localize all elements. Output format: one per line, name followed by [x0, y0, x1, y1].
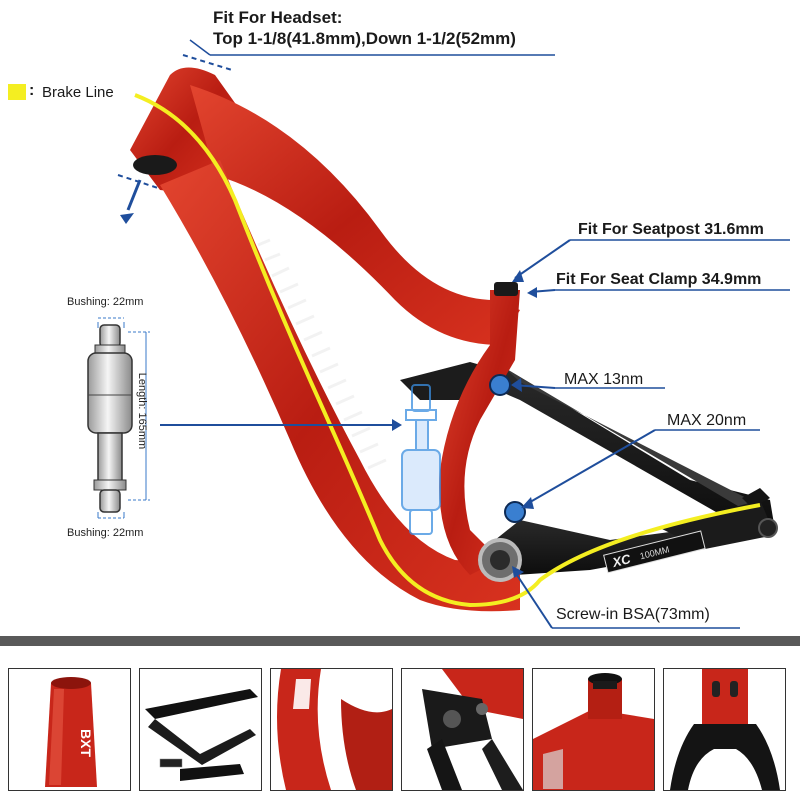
- length-label: Length: 165mm: [136, 372, 149, 450]
- max13-label: MAX 13nm: [564, 371, 644, 388]
- headset-title: Fit For Headset:: [213, 8, 343, 27]
- xc-decal: XC 100MM: [603, 530, 706, 574]
- max20-label: MAX 20nm: [667, 412, 747, 429]
- bushing-top-label: Bushing: 22mm: [67, 296, 144, 308]
- thumbnail-strip: BXT: [0, 648, 800, 800]
- rear-shock-drawing: [87, 317, 150, 519]
- headset-spec: Top 1-1/8(41.8mm),Down 1-1/2(52mm): [213, 29, 516, 48]
- brake-line-colon: :: [29, 82, 35, 99]
- thumbnail-rear-triangle[interactable]: [139, 668, 262, 791]
- thumbnail-shock-mount[interactable]: [401, 668, 524, 791]
- brake-line-label: Brake Line: [42, 84, 114, 101]
- bushing-bottom-label: Bushing: 22mm: [67, 527, 144, 539]
- bsa-label: Screw-in BSA(73mm): [556, 606, 710, 623]
- thumbnail-headtube[interactable]: BXT: [8, 668, 131, 791]
- divider-bar: [0, 636, 800, 646]
- main-frame: [130, 67, 526, 612]
- rear-shock-outline: [401, 384, 441, 535]
- brake-line-legend: [8, 84, 26, 100]
- brake-line: [134, 93, 761, 608]
- frame-diagram: XC 100MM: [87, 39, 790, 629]
- svg-text:XC: XC: [610, 551, 633, 570]
- thumbnail-seat-clamp[interactable]: [532, 668, 655, 791]
- seatpost-label: Fit For Seatpost 31.6mm: [578, 221, 764, 238]
- seat-clamp-label: Fit For Seat Clamp 34.9mm: [556, 271, 762, 288]
- headset-arrows: [117, 54, 233, 224]
- thumbnail-seat-tube[interactable]: [270, 668, 393, 791]
- thumbnail-bottom-bracket[interactable]: [663, 668, 786, 791]
- bxt-logo-text: BXT: [78, 729, 94, 757]
